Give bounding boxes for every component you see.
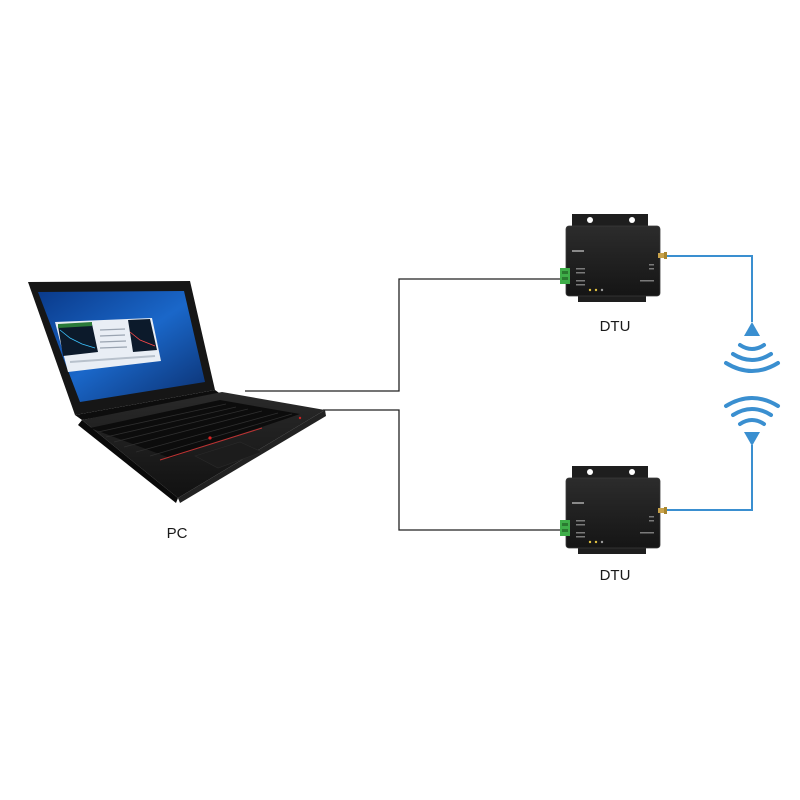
antenna-cable-top: [667, 255, 753, 322]
software-window: [55, 318, 161, 372]
dtu-device-icon: [560, 214, 667, 302]
antenna-connector: [658, 253, 666, 258]
cable-to-bottom-dtu: [323, 409, 563, 531]
antenna-cable-bottom: [667, 445, 753, 511]
dtu-device-icon: [560, 466, 667, 554]
touchpad: [194, 441, 263, 469]
antenna-connector: [658, 508, 666, 513]
serial-cables: [245, 278, 563, 531]
pc-label: PC: [167, 525, 188, 542]
wireless-signal-down-icon: [724, 396, 780, 446]
dtu-top-label: DTU: [600, 318, 631, 335]
terminal-block: [560, 520, 570, 536]
terminal-block: [560, 268, 570, 284]
wireless-signal-up-icon: [724, 322, 780, 373]
dtu-bottom-label: DTU: [600, 567, 631, 584]
cable-to-top-dtu: [245, 278, 563, 392]
laptop-icon: [28, 281, 326, 503]
antenna-cables: [667, 255, 753, 511]
